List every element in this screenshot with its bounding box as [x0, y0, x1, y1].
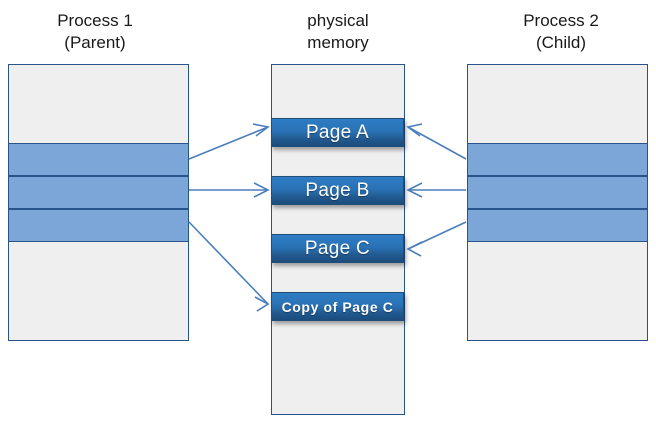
column-title-physical-memory: physical memory [307, 11, 369, 52]
memory-page-b: Page B [271, 176, 404, 205]
arrow-parent-band1-to-page-a [188, 123, 270, 160]
arrow-child-band3-to-page-c [406, 221, 467, 257]
memory-page-a: Page A [271, 118, 404, 147]
child-band-3 [468, 209, 647, 242]
memory-page-c-label: Page C [304, 237, 371, 259]
process-1-memory-box [8, 64, 189, 341]
parent-band-2 [9, 176, 188, 209]
process-2-memory-box [467, 64, 648, 341]
memory-page-copy-of-page-c-label: Copy of Page C [281, 298, 394, 315]
parent-band-1 [9, 143, 188, 176]
arrow-parent-band3-to-copy-of-page-c [188, 221, 270, 312]
arrow-child-band2-to-page-b [406, 182, 466, 198]
memory-page-b-label: Page B [305, 179, 370, 201]
parent-band-3 [9, 209, 188, 242]
arrow-parent-band2-to-page-b [189, 182, 270, 198]
child-band-2 [468, 176, 647, 209]
memory-page-c: Page C [271, 234, 404, 263]
column-title-process-1: Process 1 (Parent) [57, 11, 133, 52]
arrow-child-band1-to-page-a [406, 123, 467, 160]
column-title-process-2: Process 2 (Child) [523, 11, 599, 52]
child-band-1 [468, 143, 647, 176]
memory-page-a-label: Page A [305, 121, 370, 143]
memory-page-copy-of-page-c: Copy of Page C [271, 292, 404, 321]
